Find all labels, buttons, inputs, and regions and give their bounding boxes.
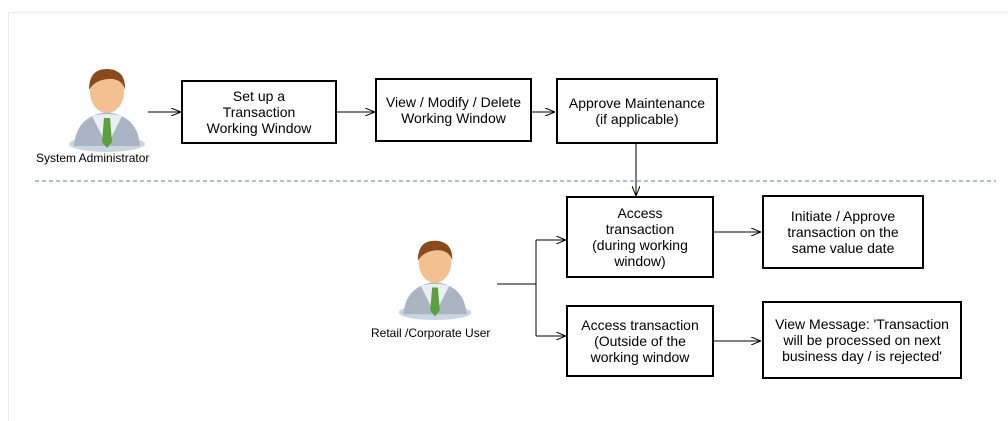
initiate-approve-box: Initiate / Approve transaction on the sa… xyxy=(762,195,924,269)
access-outside-window-box: Access transaction (Outside of the worki… xyxy=(566,305,714,377)
diagram-frame xyxy=(8,12,1008,421)
view-modify-delete-box: View / Modify / Delete Working Window xyxy=(375,78,532,142)
view-message-text: View Message: 'Transaction will be proce… xyxy=(775,316,949,364)
view-modify-delete-text: View / Modify / Delete Working Window xyxy=(385,94,522,126)
access-during-window-box: Access transaction (during working windo… xyxy=(566,196,714,278)
approve-maintenance-box: Approve Maintenance (if applicable) xyxy=(556,78,718,144)
setup-window-box: Set up a Transaction Working Window xyxy=(181,80,337,144)
retail-corporate-user-icon xyxy=(398,240,472,321)
system-administrator-icon xyxy=(69,68,145,152)
initiate-approve-text: Initiate / Approve transaction on the sa… xyxy=(787,208,899,256)
access-outside-window-text: Access transaction (Outside of the worki… xyxy=(581,317,699,365)
setup-window-text: Set up a Transaction Working Window xyxy=(206,88,312,136)
system-administrator-label: System Administrator xyxy=(36,151,150,165)
retail-corporate-user-label: Retail /Corporate User xyxy=(371,326,491,340)
view-message-box: View Message: 'Transaction will be proce… xyxy=(762,301,962,379)
approve-maintenance-text: Approve Maintenance (if applicable) xyxy=(568,95,706,127)
access-during-window-text: Access transaction (during working windo… xyxy=(592,205,688,269)
